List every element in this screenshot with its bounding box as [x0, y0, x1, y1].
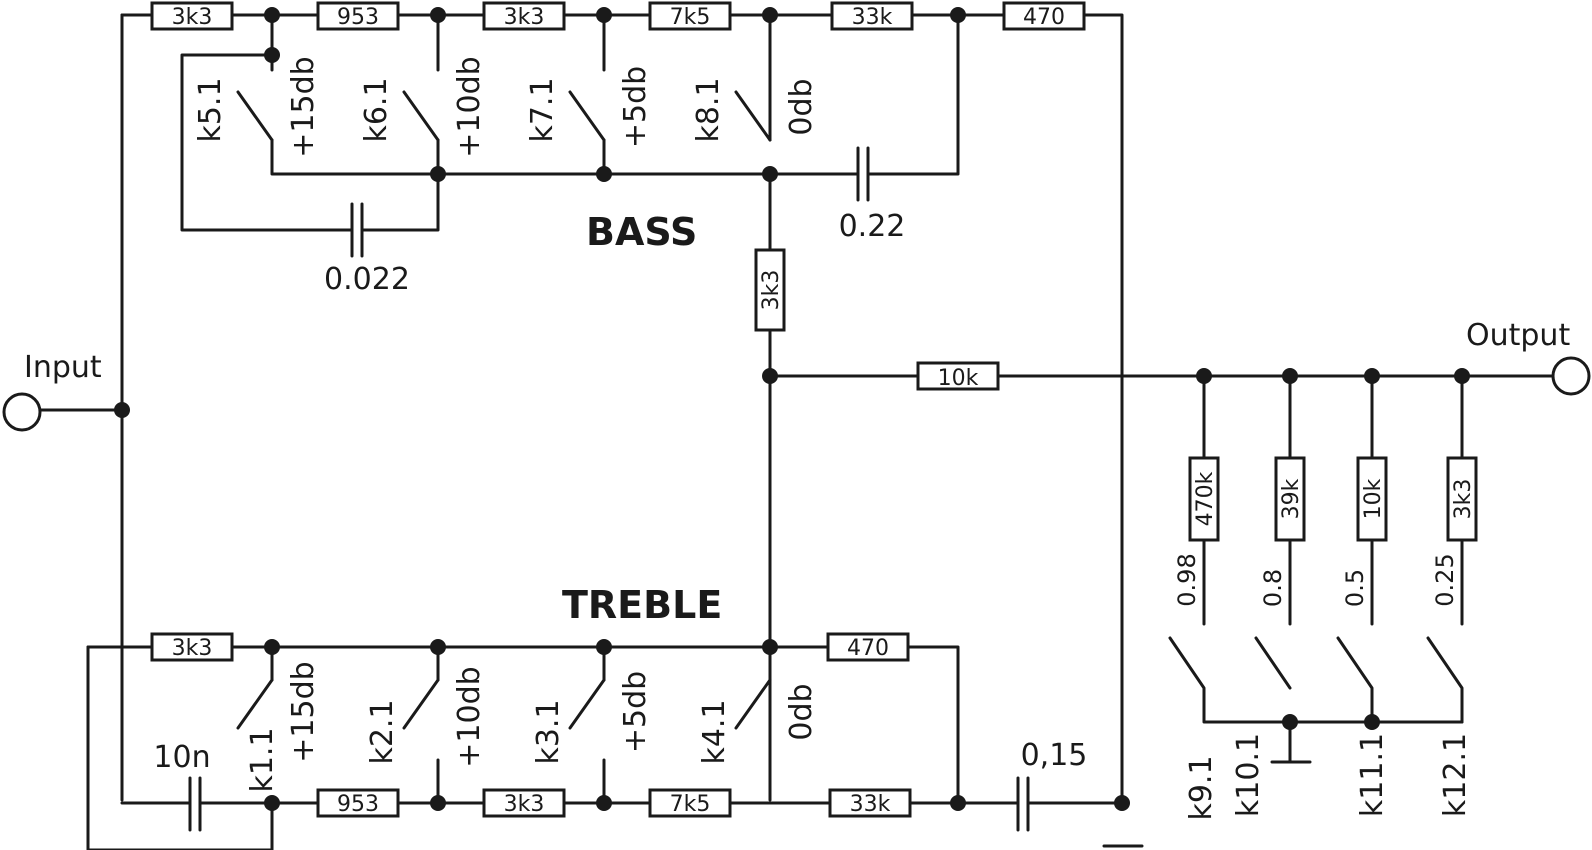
resistor-treble-bottom-4 [828, 788, 912, 818]
resistor-bass-4-label: 7k5 [670, 5, 711, 30]
switch-k7-label: k7.1 [525, 77, 560, 142]
resistor-out-2 [1274, 456, 1306, 542]
switch-k10-label: k10.1 [1231, 733, 1266, 817]
resistor-bass-6 [1002, 1, 1086, 31]
resistor-bass-4 [648, 1, 732, 31]
junctions [114, 7, 1470, 811]
switch-k1-label: k1.1 [245, 727, 280, 792]
output-label: Output [1466, 318, 1570, 353]
treble-gain-0-label: 0db [784, 683, 819, 740]
capacitor-bass-low-label: 0.022 [324, 262, 410, 297]
resistor-bass-vertical-label: 3k3 [759, 270, 784, 311]
resistor-bass-vertical [754, 248, 786, 332]
resistor-out-4-label: 3k3 [1451, 479, 1476, 520]
resistor-out-3 [1356, 456, 1388, 542]
bass-gain-15-label: +15db [286, 56, 321, 157]
resistor-bass-1 [150, 1, 234, 31]
output-terminal [1551, 356, 1591, 396]
treble-gain-5-label: +5db [618, 671, 653, 753]
capacitors [188, 146, 1030, 832]
bass-section-title: BASS [586, 210, 697, 254]
bass-gain-0-label: 0db [784, 78, 819, 135]
resistor-treble-bottom-1 [316, 788, 400, 818]
resistor-treble-bottom-4-label: 33k [850, 792, 891, 817]
resistor-10k-series [916, 361, 1000, 391]
treble-gain-10-label: +10db [452, 666, 487, 767]
resistor-treble-bottom-2-label: 3k3 [504, 792, 545, 817]
resistor-treble-top-1-label: 3k3 [172, 636, 213, 661]
switch-k2-label: k2.1 [365, 699, 400, 764]
switch-k12-label: k12.1 [1438, 733, 1473, 817]
tap-2-label: 0.8 [1259, 569, 1287, 607]
switch-k3-label: k3.1 [531, 699, 566, 764]
resistor-bass-3 [482, 1, 566, 31]
switch-k9-label: k9.1 [1184, 755, 1219, 820]
resistor-bass-2 [316, 1, 400, 31]
switch-k6-label: k6.1 [359, 77, 394, 142]
resistor-treble-bottom-3-label: 7k5 [670, 792, 711, 817]
resistor-treble-bottom-1-label: 953 [337, 792, 379, 817]
tap-1-label: 0.98 [1173, 553, 1201, 606]
resistor-treble-bottom-3 [648, 788, 732, 818]
capacitor-treble-right-label: 0,15 [1021, 738, 1088, 773]
resistor-out-1 [1188, 456, 1220, 542]
resistor-10k-series-label: 10k [938, 366, 979, 391]
resistor-out-1-label: 470k [1193, 471, 1218, 526]
resistor-treble-bottom-2 [482, 788, 566, 818]
switch-k5-label: k5.1 [193, 77, 228, 142]
switch-k8-label: k8.1 [691, 77, 726, 142]
input-label: Input [24, 350, 102, 385]
resistor-treble-top-2 [826, 632, 910, 662]
tap-4-label: 0.25 [1431, 553, 1459, 606]
resistor-bass-1-label: 3k3 [172, 5, 213, 30]
input-terminal [2, 392, 42, 432]
resistor-bass-2-label: 953 [337, 5, 379, 30]
resistor-bass-5-label: 33k [852, 5, 893, 30]
capacitor-treble-right [1016, 776, 1030, 832]
resistor-bass-5 [830, 1, 914, 31]
capacitor-bass-high [856, 146, 870, 202]
switch-k11-label: k11.1 [1355, 733, 1390, 817]
bass-gain-10-label: +10db [452, 56, 487, 157]
switch-k4-label: k4.1 [697, 699, 732, 764]
tap-3-label: 0.5 [1341, 569, 1369, 607]
resistor-bass-6-label: 470 [1023, 5, 1065, 30]
bass-gain-5-label: +5db [618, 66, 653, 148]
treble-gain-15-label: +15db [286, 661, 321, 762]
treble-section-title: TREBLE [562, 583, 722, 627]
resistor-out-3-label: 10k [1361, 478, 1386, 519]
capacitor-treble-left-label: 10n [153, 740, 210, 775]
capacitor-treble-left [188, 776, 202, 832]
resistor-out-2-label: 39k [1279, 478, 1304, 519]
resistor-treble-top-1 [150, 632, 234, 662]
resistor-out-4 [1446, 456, 1478, 542]
capacitor-bass-high-label: 0.22 [839, 209, 906, 244]
resistor-bass-3-label: 3k3 [504, 5, 545, 30]
resistors [150, 1, 1478, 818]
capacitor-bass-low [350, 202, 364, 258]
resistor-treble-top-2-label: 470 [847, 636, 889, 661]
